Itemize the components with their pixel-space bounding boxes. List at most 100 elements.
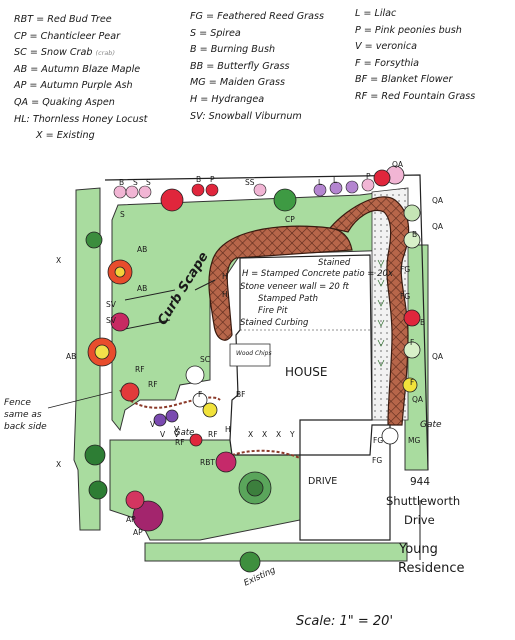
plant-code-inner-10: RF (175, 438, 185, 447)
back-fence (104, 174, 429, 471)
tree-ap-2 (125, 490, 145, 510)
tree-b-right (403, 309, 421, 327)
plant-code-top-row-9: QA (392, 160, 404, 169)
plant-code-top-row-0: B (119, 178, 125, 187)
plant-code-inner-19: S (120, 210, 125, 219)
tree-qa-4 (403, 341, 421, 359)
legend-item-x: X = Existing (36, 130, 95, 142)
gate-right-label: Gate (420, 420, 442, 430)
patio-label-5: Fire Pit (258, 306, 288, 316)
plant-code-right-col-5: F (410, 338, 415, 347)
tree-sv-1 (110, 312, 130, 332)
plant-code-inner-22: V (174, 430, 180, 439)
tree-h-1 (192, 392, 208, 408)
plant-code-inner-1: SC (200, 355, 210, 364)
plant-code-right-col-1: QA (432, 222, 444, 231)
tree-f-1 (202, 402, 218, 418)
plant-code-left-col-1: AB (137, 284, 148, 293)
plant-code-inner-25: BF (236, 390, 246, 399)
legend-item-qa: QA = Quaking Aspen (14, 96, 115, 108)
legend-item-p: P = Pink peonies bush (355, 24, 462, 36)
plant-code-inner-24: B (412, 230, 418, 239)
plant-code-top-row-8: P (366, 172, 371, 181)
fence-note-3: back side (4, 422, 47, 432)
address-line-3: Drive (404, 513, 435, 527)
curb-scape-lines (119, 279, 216, 331)
tree-cp (273, 188, 297, 212)
tree-f-right (402, 377, 418, 393)
patio-label-2: H = Stamped Concrete patio = 20x (242, 269, 393, 279)
plant-code-inner-21: V (160, 430, 166, 439)
wood-chips-box (229, 343, 271, 367)
plant-code-right-col-7: F (410, 378, 415, 387)
tree-ab-1 (160, 188, 184, 212)
plant-code-inner-5: V (150, 420, 156, 429)
patio-label-6: Stained Curbing (240, 318, 309, 328)
plant-code-top-row-5: SS (245, 178, 255, 187)
gate-left-label: Gate (174, 428, 195, 438)
drive-label: DRIVE (308, 476, 338, 487)
legend-col1: RBT = Red Bud Tree CP = Chanticleer Pear… (14, 12, 147, 145)
fg-grass-column (377, 259, 385, 367)
tree-sc (185, 365, 205, 385)
tree-rf-1 (120, 382, 140, 402)
tree-b-front (189, 433, 203, 447)
legend-col2: FG = Feathered Reed Grass S = Spirea B =… (190, 9, 324, 125)
legend-item-sc: SC = Snow Crab (crab) (14, 47, 115, 59)
plant-code-right-col-0: QA (432, 196, 444, 205)
tree-qa-2 (403, 204, 421, 222)
plant-code-right-col-3: FG (400, 292, 411, 301)
snow-crab-note: (crab) (95, 49, 115, 58)
plant-code-left-col-4: AB (66, 352, 77, 361)
legend-item-v: V = veronica (355, 41, 417, 53)
tree-x-2 (84, 444, 106, 466)
legend-item-h: H = Hydrangea (190, 93, 265, 105)
plant-code-inner-0: CP (285, 215, 295, 224)
plant-code-right-col-8: MG (408, 436, 421, 445)
plant-code-inner-12: AP (126, 515, 136, 524)
plant-code-inner-9: RBT (200, 458, 215, 467)
plant-code-right-col-2: FG (400, 265, 411, 274)
plant-code-inner-2: H (222, 272, 228, 281)
patio-label-1: Stained (318, 258, 351, 268)
tree-qa-3 (403, 231, 421, 249)
legend-item-rf: RF = Red Fountain Grass (355, 90, 476, 102)
legend-item-hl: HL: Thornless Honey Locust (14, 113, 148, 125)
plant-code-inner-4: F (198, 390, 203, 399)
legend-item-bb: BB = Butterfly Grass (190, 60, 290, 72)
plant-code-left-col-7: X (56, 460, 62, 469)
legend-item-bf: BF = Blanket Flower (355, 74, 453, 86)
patio-label-4: Stamped Path (258, 294, 318, 304)
plant-code-top-row-6: L (318, 178, 323, 187)
house-label: HOUSE (285, 365, 328, 379)
legend-item-sv: SV: Snowball Viburnum (190, 110, 302, 122)
house-outline (229, 254, 373, 456)
plant-code-inner-3: H (222, 290, 228, 299)
tree-mg (381, 427, 399, 445)
legend-item-f: F = Forsythia (355, 57, 420, 69)
legend-item-ap: AP = Autumn Purple Ash (14, 80, 133, 92)
tree-x-1 (85, 231, 103, 249)
plant-code-top-row-7: L (333, 176, 338, 185)
tree-v-2 (165, 409, 179, 423)
legend-item-ab: AB = Autumn Blaze Maple (14, 63, 141, 75)
tree-v-1 (153, 413, 167, 427)
plant-code-inner-8: RF (208, 430, 218, 439)
residence-line-2: Residence (398, 561, 465, 576)
legend-item-b: B = Burning Bush (190, 44, 276, 56)
plant-code-inner-11: AP (133, 528, 143, 537)
plant-code-left-col-0: AB (137, 245, 148, 254)
tree-symbols (84, 165, 421, 573)
stamped-patio (208, 225, 353, 341)
plant-code-inner-20: QA (412, 395, 424, 404)
residence-line-1: Young (399, 542, 438, 557)
plant-code-right-col-6: QA (432, 352, 444, 361)
legend-item-rbt: RBT = Red Bud Tree (14, 14, 112, 25)
wood-chips-label: Wood Chips (236, 350, 272, 357)
front-bed-edge (231, 449, 301, 459)
plant-code-top-row-1: S (133, 178, 138, 187)
plant-code-left-col-5: RF (135, 365, 145, 374)
plant-code-left-col-2: SV (106, 300, 116, 309)
legend-item-cp: CP = Chanticleer Pear (14, 30, 121, 42)
plant-code-inner-6: V (174, 425, 180, 434)
